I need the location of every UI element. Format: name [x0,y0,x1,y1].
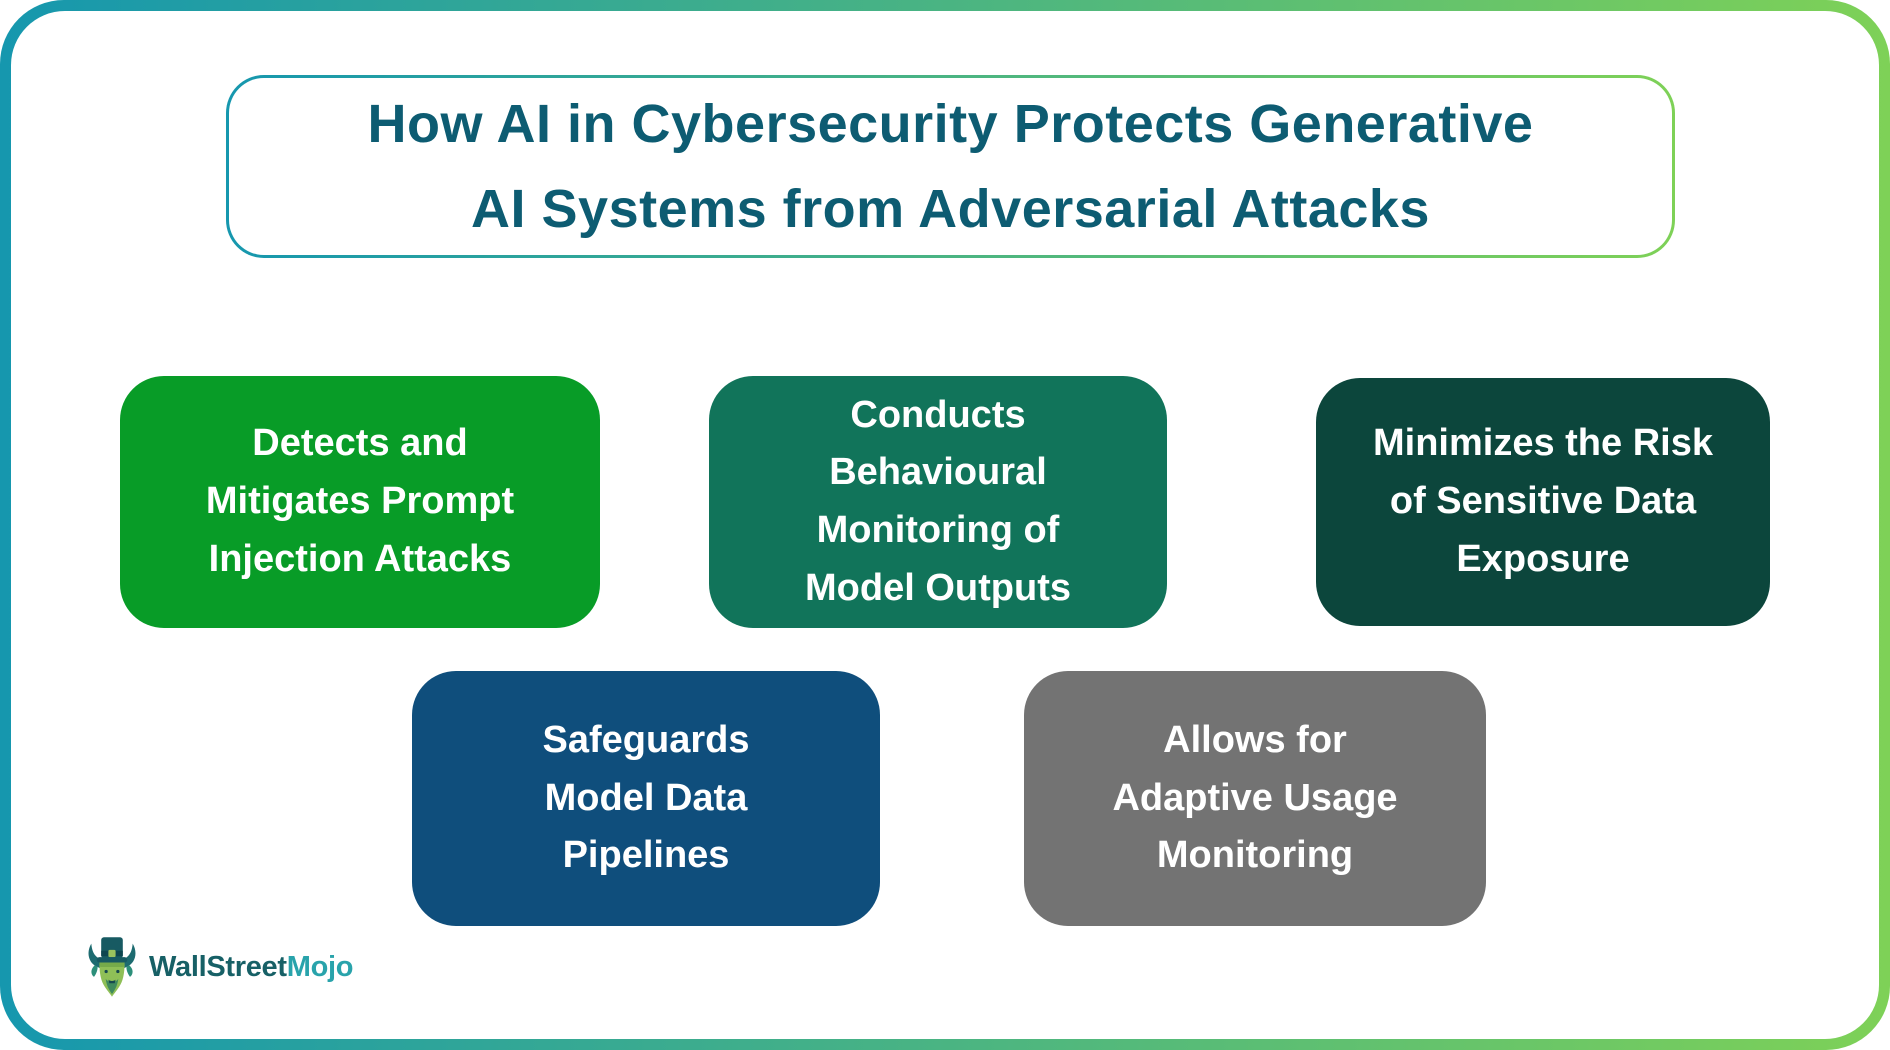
card-data-pipelines-label: Safeguards Model Data Pipelines [542,718,750,877]
brand-name-primary: WallStreet [149,950,287,983]
card-data-pipelines: Safeguards Model Data Pipelines [412,671,880,926]
card-prompt-injection-label: Detects and Mitigates Prompt Injection A… [205,422,515,580]
card-prompt-injection: Detects and Mitigates Prompt Injection A… [120,376,600,628]
title-box: How AI in Cybersecurity Protects Generat… [226,75,1675,258]
bull-mascot-icon [88,937,136,997]
brand-wordmark: WallStreetMojo [149,950,354,984]
page-title: How AI in Cybersecurity Protects Generat… [367,94,1534,239]
card-data-exposure: Minimizes the Risk of Sensitive Data Exp… [1316,378,1770,626]
card-usage-monitoring: Allows for Adaptive Usage Monitoring [1024,671,1486,926]
brand-name-accent: Mojo [286,950,354,983]
card-behaviour-monitoring: Conducts Behavioural Monitoring of Model… [709,376,1167,628]
card-behaviour-monitoring-label: Conducts Behavioural Monitoring of Model… [805,393,1071,609]
wallstreetmojo-logo: WallStreetMojo [85,934,354,1000]
title-box-inner: How AI in Cybersecurity Protects Generat… [229,78,1672,255]
card-data-exposure-label: Minimizes the Risk of Sensitive Data Exp… [1373,422,1713,580]
card-usage-monitoring-label: Allows for Adaptive Usage Monitoring [1112,718,1398,877]
